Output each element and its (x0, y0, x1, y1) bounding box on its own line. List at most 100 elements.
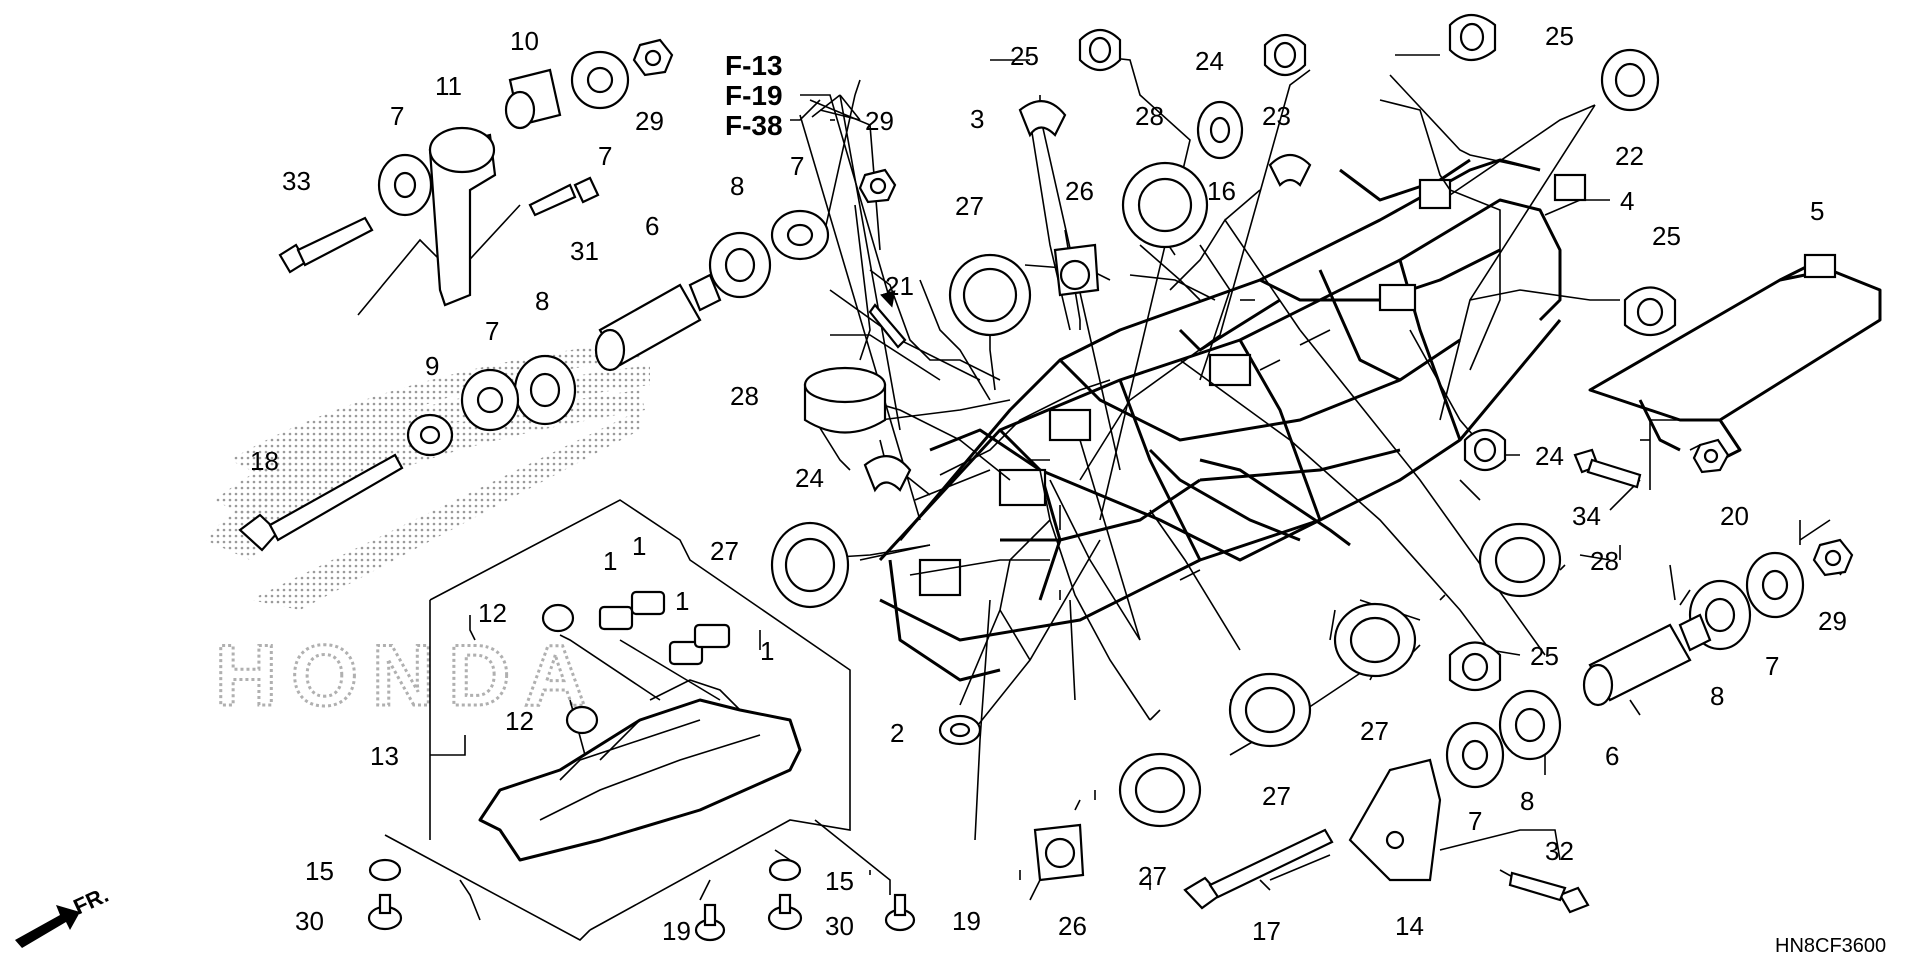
rear-sub-frame (1588, 258, 1882, 462)
label-7: 7 (1765, 651, 1779, 681)
bolt-18 (238, 453, 404, 552)
main-frame (878, 158, 1562, 682)
label-7: 7 (1468, 806, 1482, 836)
label-29: 29 (1818, 606, 1847, 636)
label-8: 8 (730, 171, 744, 201)
label-15: 15 (825, 866, 854, 896)
nut-29-b (858, 168, 897, 204)
clamp-27-e (1118, 752, 1202, 828)
label-29: 29 (865, 106, 894, 136)
label-7: 7 (598, 141, 612, 171)
label-19: 19 (952, 906, 981, 936)
label-33: 33 (282, 166, 311, 196)
label-3: 3 (970, 104, 984, 134)
label-8: 8 (1520, 786, 1534, 816)
label-12: 12 (505, 706, 534, 736)
clamp-25-c (1623, 286, 1677, 337)
label-25: 25 (1652, 221, 1681, 251)
label-18: 18 (250, 446, 279, 476)
label-32: 32 (1545, 836, 1574, 866)
label-26: 26 (1065, 176, 1094, 206)
clamp-22 (1600, 48, 1660, 112)
label-22: 22 (1615, 141, 1644, 171)
bolt-21 (868, 303, 907, 349)
label-21: 21 (885, 271, 914, 301)
label-25: 25 (1010, 41, 1039, 71)
bolt-34 (1573, 448, 1642, 489)
label-16: 16 (1207, 176, 1236, 206)
clamp-26-b (1033, 823, 1085, 882)
cap-12-b (565, 705, 599, 735)
bolt-32 (1508, 871, 1590, 914)
bushing-7-d (460, 368, 520, 432)
spacer-10 (504, 68, 562, 130)
label-17: 17 (1252, 916, 1281, 946)
bolt-30-b (767, 893, 803, 931)
bushing-7-c (770, 209, 830, 261)
grommet-2 (938, 714, 982, 746)
label-5: 5 (1810, 196, 1824, 226)
clip-3 (1018, 100, 1067, 138)
label-27: 27 (1138, 861, 1167, 891)
label-15: 15 (305, 856, 334, 886)
label-25: 25 (1530, 641, 1559, 671)
label-28: 28 (1590, 546, 1619, 576)
clamp-25-d (1448, 641, 1502, 692)
clamp-27-d (1228, 672, 1312, 748)
bearing-8-a (708, 231, 772, 299)
nut-29-a (632, 38, 674, 77)
label-7: 7 (790, 151, 804, 181)
label-27: 27 (1262, 781, 1291, 811)
reference-f13: F-13 (725, 50, 783, 81)
clamp-28-b (1121, 161, 1209, 249)
arm-11 (428, 126, 497, 307)
pad-1-c (668, 640, 704, 666)
cap-12-a (541, 603, 575, 633)
label-34: 34 (1572, 501, 1601, 531)
label-6: 6 (645, 211, 659, 241)
label-1: 1 (675, 586, 689, 616)
label-8: 8 (1710, 681, 1724, 711)
bushing-7-e (1745, 551, 1805, 619)
shaft-6-b (1582, 613, 1712, 707)
label-13: 13 (370, 741, 399, 771)
clip-24-a (863, 455, 912, 493)
label-27: 27 (710, 536, 739, 566)
bracket-5 (1803, 253, 1837, 279)
label-23: 23 (1262, 101, 1291, 131)
label-28: 28 (730, 381, 759, 411)
label-6: 6 (1605, 741, 1619, 771)
parts (238, 13, 1854, 942)
front-direction-arrow: FR. (15, 882, 112, 948)
diagram-code: HN8CF3600 (1775, 935, 1886, 957)
label-26: 26 (1058, 911, 1087, 941)
reference-f38: F-38 (725, 110, 783, 141)
bushing-7-a (377, 153, 433, 217)
label-27: 27 (955, 191, 984, 221)
label-30: 30 (295, 906, 324, 936)
label-24: 24 (795, 463, 824, 493)
collar-9 (406, 413, 454, 457)
bearing-8-d (1498, 689, 1562, 761)
label-7: 7 (485, 316, 499, 346)
clamp-27-b (770, 521, 850, 609)
bolt-30-a (367, 893, 403, 931)
grommet-16 (1196, 100, 1244, 160)
label-24: 24 (1195, 46, 1224, 76)
clamp-25-b (1448, 13, 1497, 62)
leader-lines (357, 54, 1851, 941)
reference-arrow (800, 94, 896, 308)
label-8: 8 (535, 286, 549, 316)
label-27: 27 (1360, 716, 1389, 746)
pad-1-a (598, 605, 634, 631)
nut-15-b (768, 858, 802, 882)
nut-20 (1692, 438, 1730, 474)
pad-1-d (693, 623, 731, 649)
clamp-25-a (1078, 28, 1122, 72)
label-1: 1 (603, 546, 617, 576)
clamp-28-c (1478, 522, 1562, 598)
label-7: 7 (390, 101, 404, 131)
bushing-7-b (570, 50, 630, 110)
label-12: 12 (478, 598, 507, 628)
